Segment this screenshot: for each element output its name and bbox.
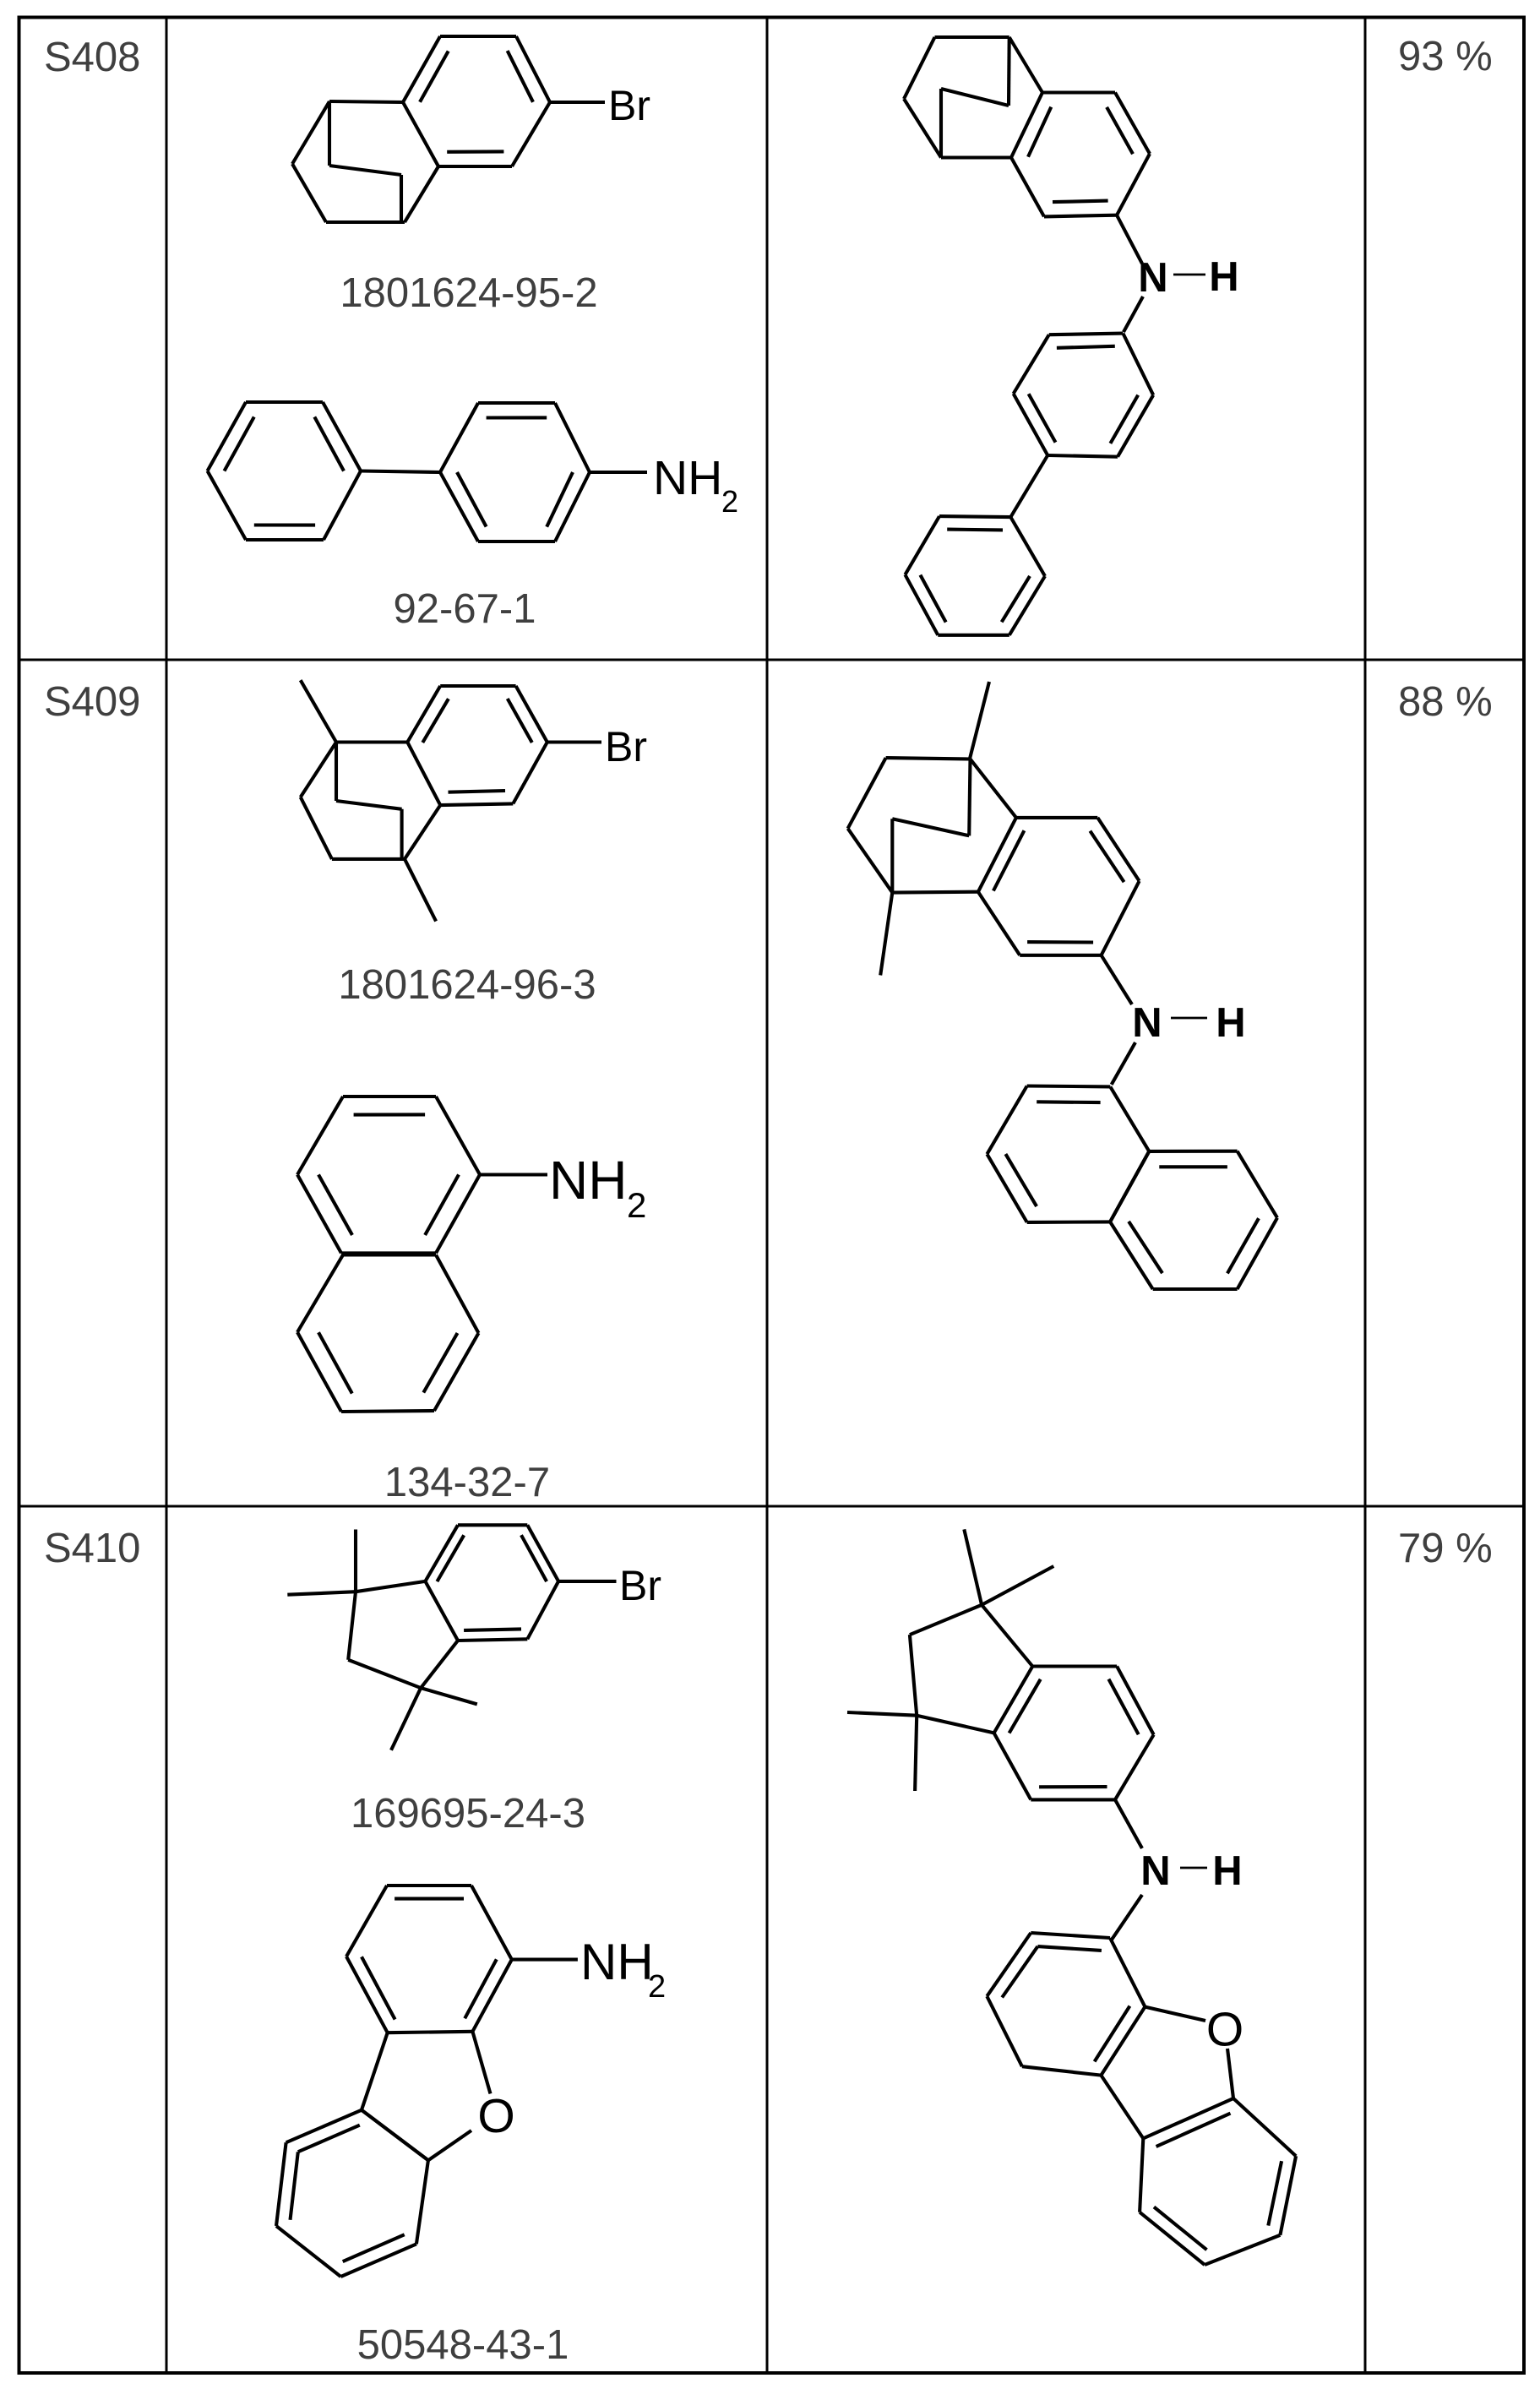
svg-text:S409: S409 xyxy=(44,679,140,725)
svg-text:1801624-95-2: 1801624-95-2 xyxy=(340,270,597,316)
svg-text:169695-24-3: 169695-24-3 xyxy=(351,1791,585,1837)
svg-text:O: O xyxy=(477,2089,514,2143)
svg-text:N: N xyxy=(1140,1848,1170,1894)
svg-text:H: H xyxy=(1209,254,1238,300)
svg-text:NH: NH xyxy=(580,1934,654,1990)
svg-text:Br: Br xyxy=(605,723,647,770)
svg-text:2: 2 xyxy=(627,1185,646,1225)
svg-text:2: 2 xyxy=(648,1969,666,2005)
svg-text:S410: S410 xyxy=(44,1526,140,1571)
svg-text:2: 2 xyxy=(721,484,738,519)
svg-text:Br: Br xyxy=(619,1562,661,1609)
svg-text:S408: S408 xyxy=(44,35,140,80)
svg-text:N: N xyxy=(1138,255,1167,301)
svg-text:79 %: 79 % xyxy=(1398,1526,1493,1571)
svg-text:O: O xyxy=(1206,2003,1243,2057)
svg-text:1801624-96-3: 1801624-96-3 xyxy=(338,962,596,1008)
svg-text:NH: NH xyxy=(653,451,722,505)
svg-text:NH: NH xyxy=(549,1150,627,1211)
svg-text:134-32-7: 134-32-7 xyxy=(384,1460,550,1505)
svg-text:93 %: 93 % xyxy=(1398,34,1493,79)
svg-text:H: H xyxy=(1212,1848,1242,1894)
svg-text:50548-43-1: 50548-43-1 xyxy=(357,2322,569,2368)
svg-text:88 %: 88 % xyxy=(1398,679,1493,725)
svg-text:N: N xyxy=(1132,1000,1162,1046)
svg-text:Br: Br xyxy=(608,82,650,129)
svg-text:H: H xyxy=(1216,1000,1245,1046)
svg-text:92-67-1: 92-67-1 xyxy=(394,586,536,632)
